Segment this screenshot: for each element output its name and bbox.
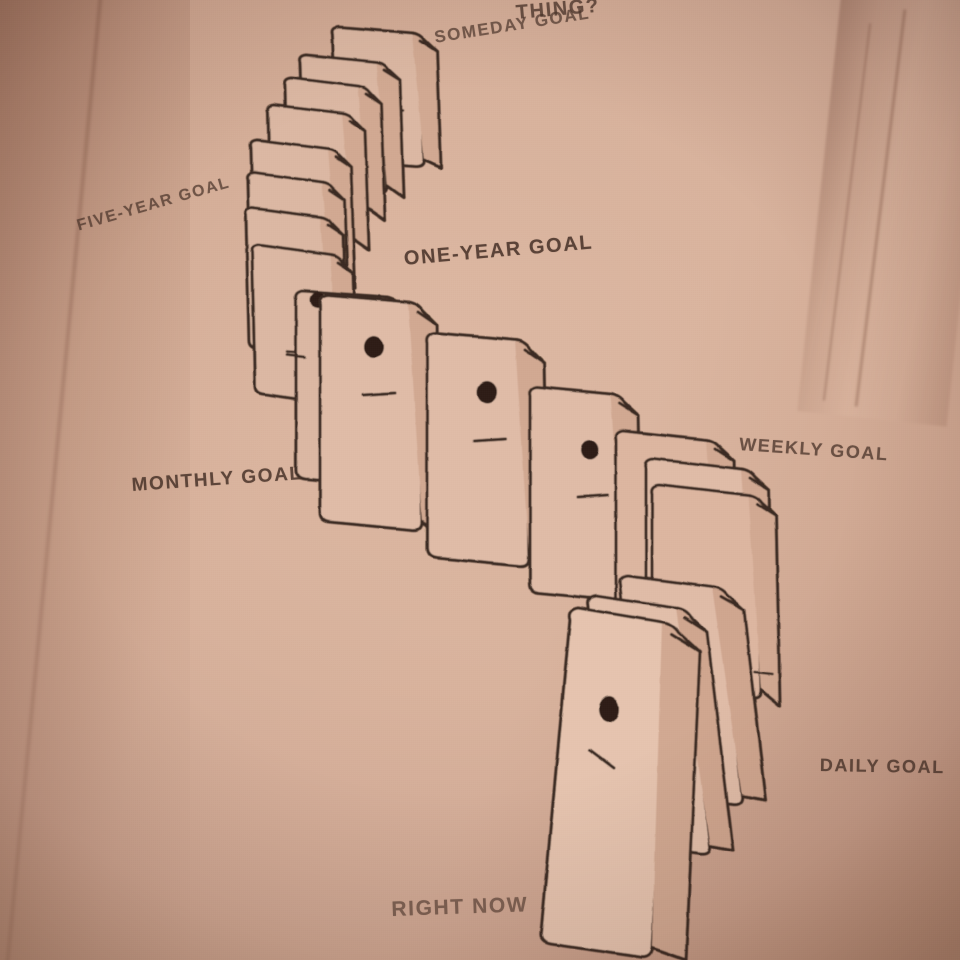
domino-one-year-front (318, 293, 443, 542)
domino-right-now (539, 606, 702, 960)
